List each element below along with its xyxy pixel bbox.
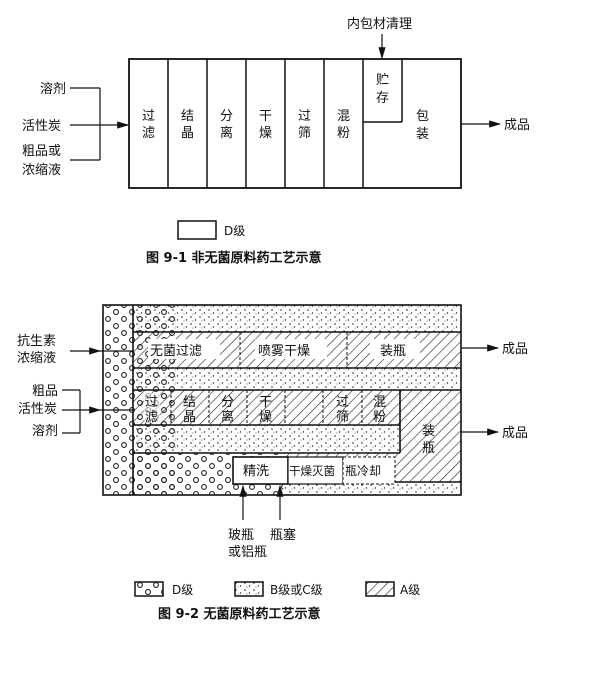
step-6-char1: 混 <box>337 109 350 124</box>
bottom-step-2: 干燥灭菌 <box>289 464 335 478</box>
legend-d-swatch <box>177 220 217 240</box>
zone-bc-bottom <box>283 482 461 495</box>
svg-text:晶: 晶 <box>183 410 196 425</box>
figure-1-caption: 图 9-1 非无菌原料药工艺示意 <box>146 250 322 266</box>
step-2-char2: 晶 <box>181 126 194 141</box>
svg-text:分: 分 <box>221 395 234 410</box>
input-antibiotic-line1: 抗生素 <box>17 334 56 349</box>
legend-bc-swatch <box>234 581 264 597</box>
input-crude: 粗品 <box>32 384 58 399</box>
output-label: 成品 <box>504 118 530 133</box>
figure-2: 无菌过滤 喷雾干燥 装瓶 过滤 结晶 分离 干燥 过筛 混粉 装瓶 精洗 干燥灭… <box>17 304 528 622</box>
step-6-char2: 粉 <box>337 126 350 141</box>
step-dividers <box>167 59 403 188</box>
input-activated-carbon: 活性炭 <box>22 119 61 134</box>
svg-text:过: 过 <box>145 395 158 410</box>
bottom-step-1: 精洗 <box>243 464 269 479</box>
step-3-char2: 离 <box>220 125 233 141</box>
svg-text:粉: 粉 <box>373 410 386 425</box>
svg-text:燥: 燥 <box>259 410 272 425</box>
svg-text:混: 混 <box>373 395 386 410</box>
output-label-2: 成品 <box>502 426 528 441</box>
legend-d-swatch <box>134 581 164 597</box>
figure-1: 溶剂 活性炭 粗品或 浓缩液 过 滤 结 晶 分 <box>22 16 530 266</box>
step-1-char1: 过 <box>142 109 155 124</box>
label-backgrounds <box>148 339 420 359</box>
row1-step-2: 喷雾干燥 <box>258 344 310 359</box>
step-3-char1: 分 <box>220 109 233 124</box>
zone-bc-middle <box>133 368 461 390</box>
input-crude-line2: 浓缩液 <box>22 162 61 178</box>
svg-text:离: 离 <box>221 409 234 425</box>
storage-char2: 存 <box>376 91 389 106</box>
packing-char1: 包 <box>416 109 429 124</box>
zone-bc-top <box>133 305 461 332</box>
legend-d-label: D级 <box>224 224 245 238</box>
svg-text:装: 装 <box>422 424 435 439</box>
step-dry-sterilize-box <box>287 456 344 485</box>
bottom-step-3: 瓶冷却 <box>345 464 381 478</box>
storage-char1: 贮 <box>376 73 389 88</box>
step-dividers-dashed <box>170 332 363 425</box>
input-antibiotic-line2: 浓缩液 <box>17 350 56 366</box>
input-b-bracket <box>62 389 133 434</box>
step-1-char2: 滤 <box>142 126 155 141</box>
step-2-char1: 结 <box>181 109 194 124</box>
input-solvent: 溶剂 <box>40 82 66 97</box>
zone-borders <box>102 304 462 496</box>
legend-d-label: D级 <box>172 583 193 597</box>
input-carbon: 活性炭 <box>18 402 57 417</box>
input-solvent: 溶剂 <box>32 424 58 439</box>
svg-text:过: 过 <box>336 395 349 410</box>
zone-a-row2 <box>133 390 400 425</box>
svg-text:瓶: 瓶 <box>422 441 435 456</box>
row1-step-3: 装瓶 <box>380 344 406 359</box>
figure-2-caption: 图 9-2 无菌原料药工艺示意 <box>158 606 321 622</box>
output-label-1: 成品 <box>502 342 528 357</box>
step-4-char1: 干 <box>259 109 272 124</box>
zone-bc-lower <box>133 425 400 453</box>
input-bottle-line2: 或铝瓶 <box>228 545 267 560</box>
svg-text:滤: 滤 <box>145 410 158 425</box>
packing-char2: 装 <box>416 127 429 142</box>
step-labels: 过 滤 结 晶 分 离 干 燥 过 筛 混 粉 贮 存 包 装 <box>142 73 429 142</box>
svg-text:筛: 筛 <box>336 410 349 425</box>
legend-bc-label: B级或C级 <box>270 583 323 597</box>
svg-text:干: 干 <box>259 395 272 410</box>
input-stopper: 瓶塞 <box>270 527 296 543</box>
step-5-char1: 过 <box>298 109 311 124</box>
process-box <box>128 58 462 189</box>
row1-step-1: 无菌过滤 <box>150 344 202 359</box>
zone-a-filling <box>400 390 461 482</box>
svg-text:结: 结 <box>183 395 196 410</box>
input-bracket <box>70 87 130 161</box>
step-5-char2: 筛 <box>298 126 311 141</box>
input-bottle-line1: 玻瓶 <box>228 528 254 543</box>
row2-labels: 过滤 结晶 分离 干燥 过筛 混粉 装瓶 <box>144 393 435 456</box>
legend-a-swatch <box>365 581 395 597</box>
step-cool-box <box>342 456 396 485</box>
step-4-char2: 燥 <box>259 126 272 141</box>
top-input-label: 内包材清理 <box>347 16 412 32</box>
legend-a-label: A级 <box>400 583 420 597</box>
input-crude-line1: 粗品或 <box>22 144 61 159</box>
